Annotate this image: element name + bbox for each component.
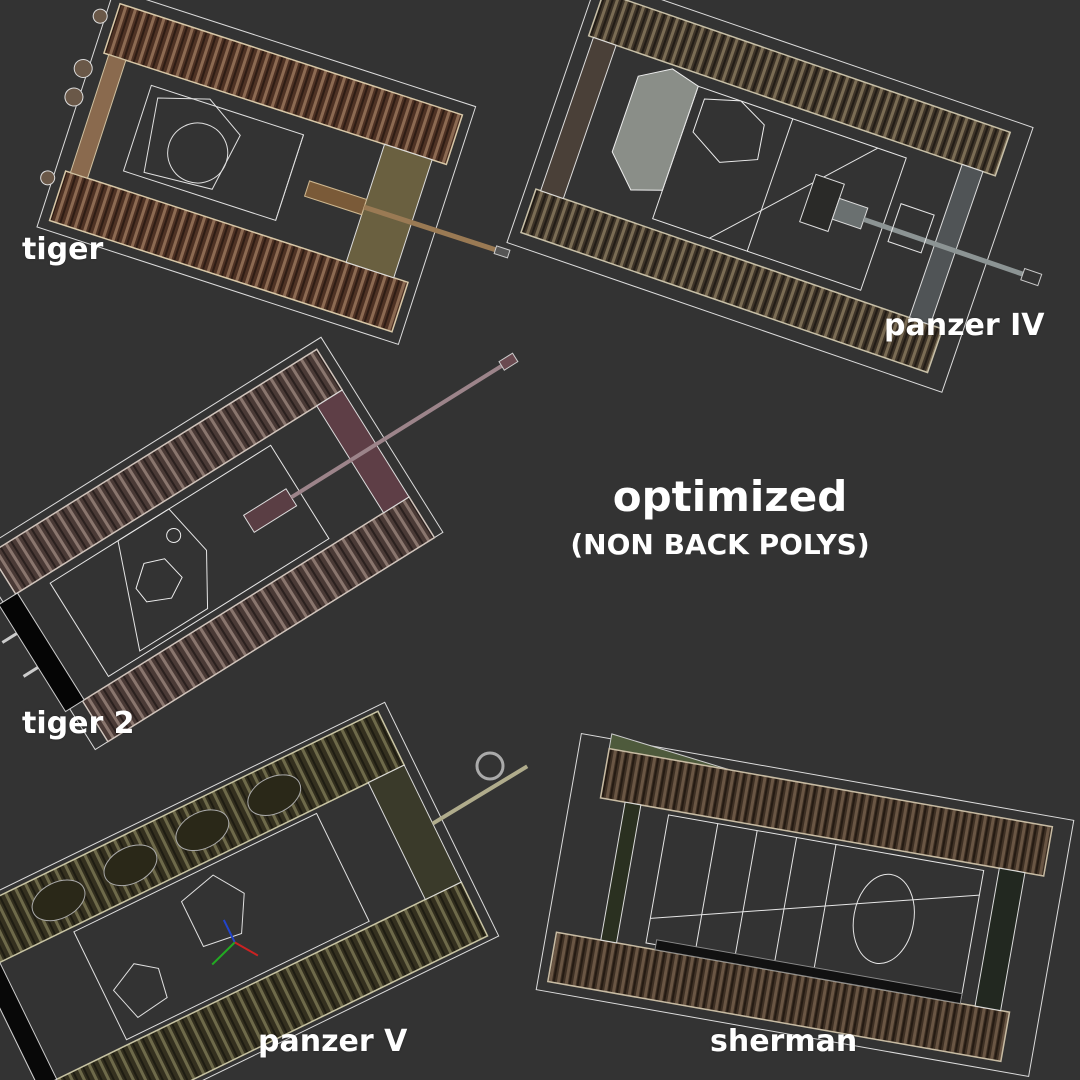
sherman-label: sherman [710, 1024, 858, 1059]
panzer-v-model[interactable] [0, 658, 589, 1080]
panzer-iv-label: panzer IV [884, 308, 1045, 343]
tiger-label: tiger [22, 232, 104, 267]
panzer-v-label: panzer V [258, 1024, 408, 1059]
tiger-2-model[interactable] [0, 256, 574, 762]
rotate-gizmo-icon[interactable] [475, 751, 505, 781]
panzer-iv-model[interactable] [506, 0, 1080, 410]
page-title: optimized [612, 472, 848, 521]
sherman-model[interactable] [535, 729, 1075, 1078]
page-subtitle: (NON BACK POLYS) [570, 528, 870, 561]
tiger-model[interactable] [24, 0, 549, 368]
tiger-2-label: tiger 2 [22, 706, 135, 741]
